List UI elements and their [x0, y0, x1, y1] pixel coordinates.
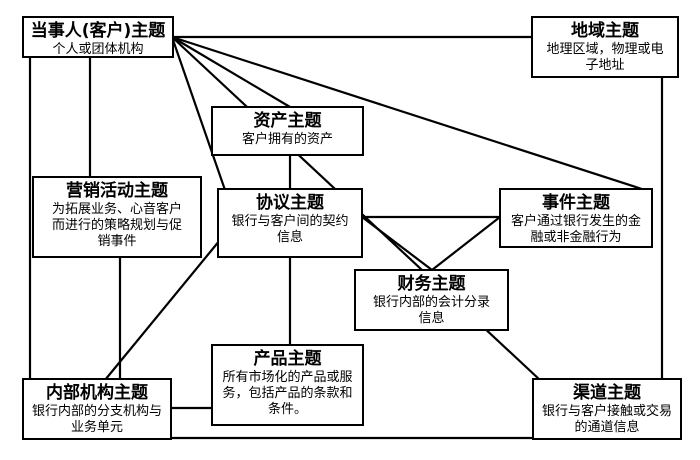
link-party-event [171, 35, 646, 192]
node-org-title: 内部机构主题 [46, 383, 148, 403]
node-product-desc: 所有市场化的产品或服务，包括产品的条款和条件。 [222, 370, 353, 417]
node-finance-desc: 银行内部的会计分录信息 [372, 295, 490, 326]
node-asset-title: 资产主题 [253, 111, 322, 131]
node-party-desc: 个人或团体机构 [52, 42, 144, 57]
node-finance: 财务主题 银行内部的会计分录信息 [354, 269, 509, 331]
node-channel-desc: 银行与客户接触或交易的通道信息 [541, 404, 672, 435]
node-asset: 资产主题 客户拥有的资产 [211, 106, 364, 156]
link-party-asset [171, 36, 291, 108]
link-agreement-event-finance [358, 215, 504, 272]
node-org: 内部机构主题 银行内部的分支机构与业务单元 [22, 378, 172, 440]
node-event-desc: 客户通过银行发生的金融或非金融行为 [511, 214, 642, 245]
node-party: 当事人(客户)主题 个人或团体机构 [22, 16, 174, 58]
node-agreement: 协议主题 银行与客户间的契约信息 [217, 188, 363, 258]
link-agreement-org [104, 239, 221, 381]
node-region: 地域主题 地理区域，物理或电子地址 [531, 16, 679, 78]
node-region-title: 地域主题 [571, 21, 639, 41]
node-agreement-title: 协议主题 [256, 193, 324, 213]
node-party-title: 当事人(客户)主题 [30, 21, 166, 41]
node-product-title: 产品主题 [253, 349, 322, 369]
node-event-title: 事件主题 [542, 193, 610, 213]
node-agreement-desc: 银行与客户间的契约信息 [231, 214, 349, 245]
node-org-desc: 银行内部的分支机构与业务单元 [31, 404, 162, 435]
link-party-agreement [170, 36, 227, 191]
node-marketing: 营销活动主题 为拓展业务、心音客户而进行的策略规划与促销事件 [32, 176, 202, 258]
node-channel: 渠道主题 银行与客户接触或交易的通道信息 [532, 378, 682, 440]
node-asset-desc: 客户拥有的资产 [241, 132, 333, 147]
node-marketing-desc: 为拓展业务、心音客户而进行的策略规划与促销事件 [51, 202, 182, 249]
node-region-desc: 地理区域，物理或电子地址 [546, 42, 664, 73]
node-finance-title: 财务主题 [397, 274, 466, 294]
node-channel-title: 渠道主题 [573, 383, 641, 403]
node-event: 事件主题 客户通过银行发生的金融或非金融行为 [499, 188, 653, 248]
node-product: 产品主题 所有市场化的产品或服务，包括产品的条款和条件。 [211, 344, 364, 426]
node-marketing-title: 营销活动主题 [66, 181, 168, 201]
